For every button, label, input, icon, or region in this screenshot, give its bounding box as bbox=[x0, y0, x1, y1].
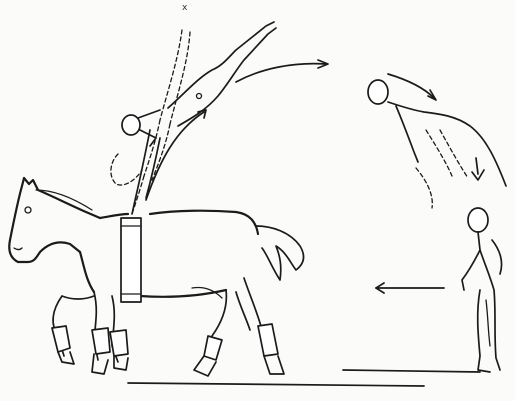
direction-arrow bbox=[376, 283, 444, 293]
horse bbox=[9, 178, 303, 376]
landing-sequence bbox=[368, 80, 506, 372]
flight-arc-arrow bbox=[146, 60, 436, 200]
vaulter-handstand-figure bbox=[122, 22, 276, 214]
ground-lines bbox=[128, 370, 480, 386]
vaulting-surcingle bbox=[121, 218, 141, 302]
